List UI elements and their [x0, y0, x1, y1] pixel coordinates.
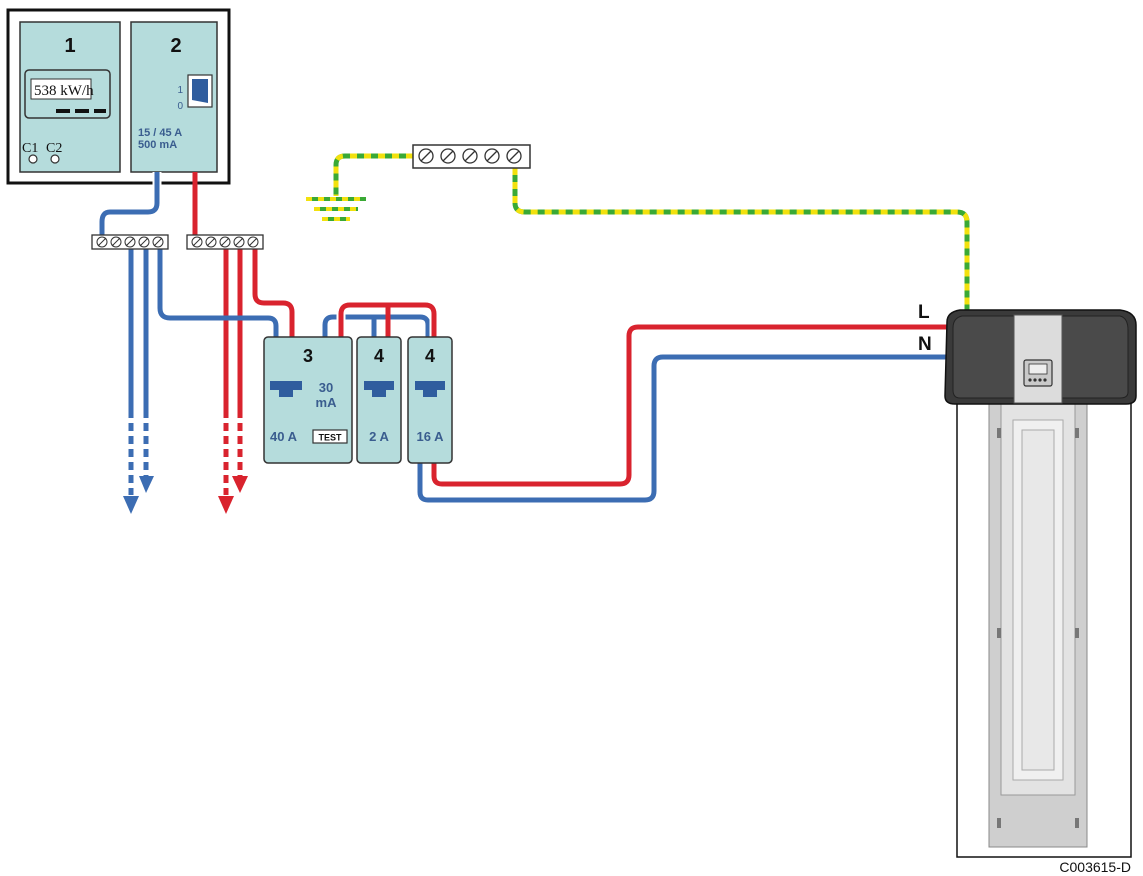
breaker-2a: 4 2 A — [356, 336, 402, 464]
main-breaker-pos-on: 1 — [177, 85, 183, 96]
main-breaker-pos-off: 0 — [177, 101, 183, 112]
control-display — [1028, 363, 1048, 375]
meter-reading: 538 kW/h — [34, 83, 94, 99]
main-breaker-toggle — [192, 79, 208, 103]
meter-c1-label: C1 — [22, 141, 38, 156]
terminal-block-live — [186, 234, 264, 250]
breaker-16a-toggle — [415, 381, 445, 397]
control-button — [1028, 378, 1032, 382]
live-to-rcd — [252, 248, 295, 337]
breaker-2a-rating: 2 A — [369, 429, 389, 444]
meter-number: 1 — [64, 35, 75, 57]
live-terminal-label: L — [918, 302, 930, 323]
terminal-block-neutral — [91, 234, 169, 250]
neutral-arrow-1 — [123, 496, 139, 514]
tank-clip — [1075, 628, 1079, 638]
rcd-test-label: TEST — [318, 433, 342, 443]
meter-c2-label: C2 — [46, 141, 62, 156]
live-to-heat-pump — [431, 324, 958, 487]
rcd-toggle — [270, 381, 302, 397]
wires — [97, 153, 970, 514]
control-button — [1038, 378, 1042, 382]
breaker-16a-rating: 16 A — [417, 429, 445, 444]
meter-terminal-c2 — [50, 154, 60, 164]
earth-to-heat-pump-stripe — [512, 168, 970, 312]
meter-terminal-c1 — [28, 154, 38, 164]
energy-meter: 1 538 kW/h C1 C2 — [19, 21, 121, 173]
rcd-sensitivity-value: 30 — [319, 380, 333, 395]
control-button — [1033, 378, 1037, 382]
tank-clip — [997, 818, 1001, 828]
neutral-arrow-2 — [139, 476, 154, 493]
breaker-2a-panel — [356, 336, 402, 464]
live-arrow-2 — [232, 476, 248, 493]
control-button — [1043, 378, 1047, 382]
neutral-to-rcd — [157, 248, 279, 337]
rcd-sensitivity-unit: mA — [316, 395, 338, 410]
earth-to-heat-pump — [512, 168, 970, 312]
neutral-to-heat-pump — [417, 354, 958, 503]
control-panel — [1013, 314, 1063, 404]
earth-to-ground — [333, 153, 413, 196]
main-breaker: 2 1 0 15 / 45 A 500 mA — [130, 21, 218, 173]
rcd-rating: 40 A — [270, 429, 298, 444]
breaker-16a: 4 16 A — [407, 336, 453, 464]
meter-dash-3 — [94, 109, 106, 113]
live-arrow-1 — [218, 496, 234, 514]
meter-dash-1 — [56, 109, 70, 113]
rcd-test-button — [312, 429, 348, 444]
tank-recess — [1021, 429, 1055, 771]
meter-dash-2 — [75, 109, 89, 113]
tank-clip — [997, 628, 1001, 638]
main-breaker-rating-2: 500 mA — [138, 139, 177, 151]
rcd-breaker: 3 30 mA 40 A TEST — [263, 336, 353, 464]
tank-clip — [1075, 428, 1079, 438]
meter-display — [30, 78, 92, 100]
ground-symbol — [306, 197, 366, 221]
wire-outline — [429, 322, 958, 489]
rcd-number: 3 — [303, 346, 313, 366]
terminal-block-earth — [412, 144, 531, 169]
breaker-16a-panel — [407, 336, 453, 464]
meter-display-frame — [24, 69, 111, 119]
main-breaker-number: 2 — [170, 35, 181, 57]
neutral-terminal-label: N — [918, 334, 932, 355]
breaker-2a-number: 4 — [374, 346, 384, 366]
breaker-2a-toggle — [364, 381, 394, 397]
neutral-wire-feed — [99, 172, 160, 236]
earth-to-ground-stripe — [333, 153, 413, 196]
heat-pump-water-heater: L N — [918, 302, 1137, 858]
breaker-16a-number: 4 — [425, 346, 435, 366]
main-breaker-rating-1: 15 / 45 A — [138, 127, 182, 139]
figure-reference: C003615-D — [1059, 859, 1131, 875]
tank-clip — [997, 428, 1001, 438]
tank-clip — [1075, 818, 1079, 828]
